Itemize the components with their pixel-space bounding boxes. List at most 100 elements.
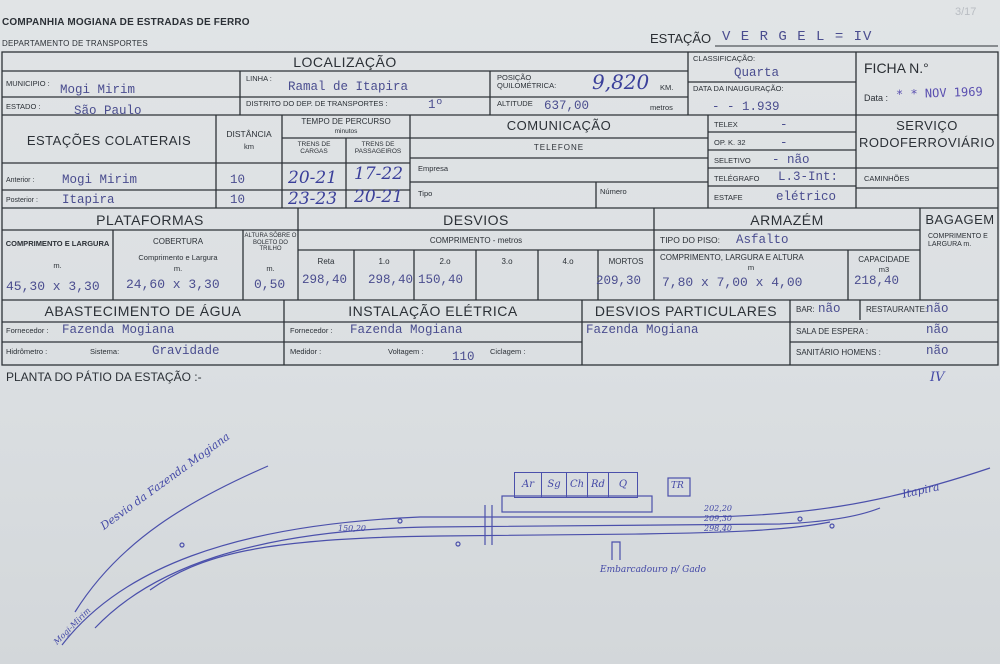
anterior-distance: 10 [230,173,246,187]
empresa-label: Empresa [418,164,449,173]
company-name: COMPANHIA MOGIANA DE ESTRADAS DE FERRO [2,17,250,28]
desvio-value-mortos: 209,30 [596,274,642,288]
seletivo-value: - não [772,153,810,167]
km-label: KM. [660,83,674,92]
bagagem-title: BAGAGEM [925,212,995,227]
desvio-value-1: 298,40 [368,273,414,287]
voltagem-value: 110 [452,350,475,364]
posterior-cargas: 23-23 [288,189,338,209]
municipio-value: Mogi Mirim [60,83,136,97]
building-rd: Rd [588,472,609,498]
posterior-passageiros: 20-21 [354,187,404,207]
altitude-value: 637,00 [544,99,590,113]
tr-box [667,477,691,497]
posterior-distance: 10 [230,193,246,207]
cargas-label: TRENS DE CARGAS [297,141,331,156]
anterior-cargas: 20-21 [288,168,338,188]
desvio-value-2: 150,40 [418,273,464,287]
estado-label: ESTADO : [6,102,41,111]
eletrica-fornecedor-value: Fazenda Mogiana [350,323,463,337]
hidrometro-label: Hidrômetro : [6,347,48,356]
station-value: V E R G E L = IV [722,29,873,45]
building-sg: Sg [542,472,567,498]
station-label: ESTAÇÃO [650,31,712,46]
espera-value: não [926,323,949,337]
posterior-label: Posterior : [6,197,38,204]
plataformas-title: PLATAFORMAS [96,212,204,228]
desvio-col-4: 4.o [562,257,574,266]
distancia-label: DISTÂNCIA [226,129,272,139]
opk-value: - [780,136,788,150]
altura-unit: m. [266,264,275,273]
localizacao-title: LOCALIZAÇÃO [293,54,397,70]
telex-value: - [780,118,788,132]
desvio-col-3: 3.o [501,257,513,266]
piso-label: TIPO DO PISO: [660,235,720,245]
ficha-label: FICHA N.° [864,60,929,76]
bar-value: não [818,302,841,316]
station-buildings: Ar Sg Ch Rd Q [514,472,638,498]
track-length-r1: 202,20 [704,504,732,513]
altitude-label: ALTITUDE [497,99,533,108]
building-q: Q [609,472,638,498]
telegrafo-value: L.3-Int: [778,170,839,184]
eletrica-title: INSTALAÇÃO ELÉTRICA [348,303,518,319]
switch-mark-5 [179,542,185,548]
sanitario-label: SANITÁRIO HOMENS : [796,348,881,357]
telefone-label: TELEFONE [533,143,585,152]
distrito-label: DISTRITO DO DEP. DE TRANSPORTES : [246,99,388,108]
comunicacao-title: COMUNICAÇÃO [506,118,612,133]
piso-value: Asfalto [736,233,789,247]
tr-label: TR [671,481,684,491]
track-main [61,467,991,646]
desvios-title: DESVIOS [443,212,509,228]
plataforma-comprimento-label: COMPRIMENTO E LARGURA [5,239,110,248]
capacidade-unit: m3 [878,265,890,274]
armazem-dim-value: 7,80 x 7,00 x 4,00 [662,275,803,290]
desvio-col-2: 2.o [439,257,451,266]
track-siding-1 [94,507,881,629]
agua-fornecedor-value: Fazenda Mogiana [62,323,175,337]
building-ch: Ch [567,472,588,498]
embarcadouro-label: Embarcadouro p/ Gado [600,565,706,575]
switch-mark-3 [797,516,803,522]
passageiros-label: TRENS DE PASSAGEIROS [354,141,402,156]
classificacao-label: CLASSIFICAÇÃO: [693,54,756,63]
building-ar: Ar [514,472,542,498]
servico-title-line1: SERVIÇO [896,118,958,133]
corner-mark: 3/17 [955,6,977,18]
municipio-label: MUNICIPIO : [6,79,50,88]
track-siding-2 [149,521,831,591]
cobertura-value: 24,60 x 3,30 [126,277,220,292]
numero-label: Número [600,187,627,196]
agua-fornecedor-label: Fornecedor : [6,326,49,335]
seletivo-label: SELETIVO [714,156,751,165]
restaurante-label: RESTAURANTE: [866,305,928,314]
platform-rect [501,495,653,513]
posterior-station: Itapira [62,193,115,207]
posicao-label: POSIÇÃO QUILOMÉTRICA: [497,73,557,91]
embarcadouro-structure [611,541,621,560]
posicao-value: 9,820 [592,70,650,94]
desvio-col-reta: Reta [317,257,335,266]
switch-mark-4 [829,523,835,529]
desvio-col-1: 1.o [378,257,390,266]
planta-mark: IV [930,370,945,385]
track-length-left: 150,20 [338,524,366,533]
plataforma-comprimento-unit: m. [53,261,62,270]
desvios-comprimento-label: COMPRIMENTO - metros [429,236,523,245]
anterior-passageiros: 17-22 [354,164,404,184]
estafe-label: ESTAFE [714,193,743,202]
track-length-r2: 209,30 [704,514,732,523]
ficha-data-label: Data : [864,93,889,103]
estado-value: São Paulo [74,104,142,118]
sistema-label: Sistema: [90,347,120,356]
track-length-r3: 298,40 [704,524,732,533]
estafe-value: elétrico [776,190,837,204]
armazem-dim-unit: m [747,263,755,272]
anterior-station: Mogi Mirim [62,173,138,187]
linha-label: LINHA : [246,74,272,83]
classificacao-value: Quarta [734,66,780,80]
